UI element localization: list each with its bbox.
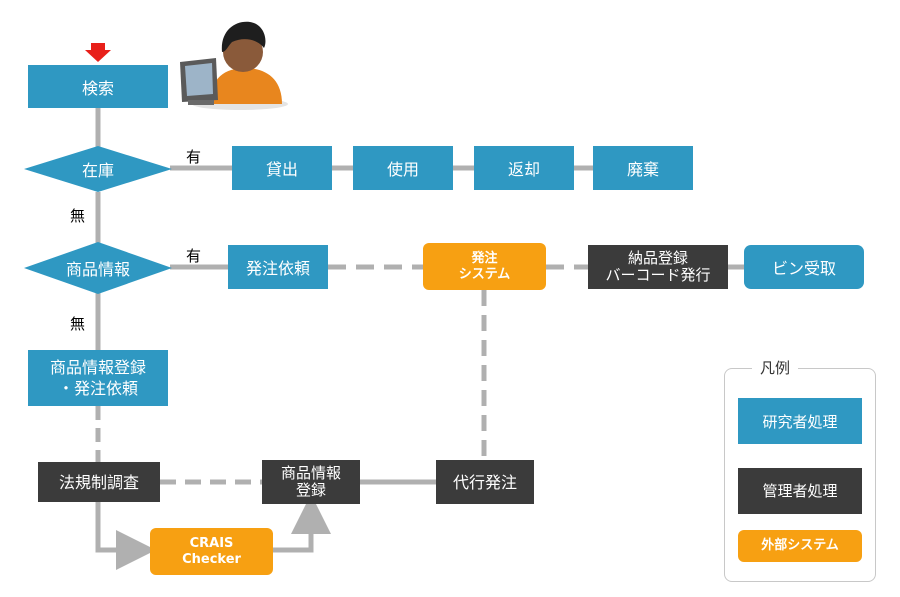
delivery-register-node: 納品登録 バーコード発行 — [588, 245, 728, 289]
bottle-receipt-node: ビン受取 — [744, 245, 864, 289]
product-info-decision-label: 商品情報 — [65, 260, 130, 279]
legend-title: 凡例 — [752, 357, 799, 378]
legend-researcher: 研究者処理 — [738, 398, 862, 444]
use-node: 使用 — [353, 146, 453, 190]
stock-no-label: 無 — [70, 207, 86, 225]
regulation-check-node: 法規制調査 — [38, 462, 160, 502]
product-info-register-node: 商品情報 登録 — [262, 460, 360, 504]
researcher-at-computer-icon — [180, 21, 288, 110]
search-node: 検索 — [28, 65, 168, 108]
order-request-node: 発注依頼 — [228, 245, 328, 289]
legend-external: 外部システム — [738, 530, 862, 562]
product-info-no-label: 無 — [70, 315, 86, 333]
connector-regulation-crais — [95, 502, 156, 570]
crais-checker-node: CRAIS Checker — [150, 528, 273, 575]
connector-crais-register — [273, 494, 331, 553]
legend-box — [724, 368, 876, 582]
proxy-order-node: 代行発注 — [436, 460, 534, 504]
register-order-node: 商品情報登録 ・発注依頼 — [28, 350, 168, 406]
stock-decision-label: 在庫 — [81, 161, 114, 180]
dispose-node: 廃棄 — [593, 146, 693, 190]
decision-stock-diamond — [24, 146, 172, 192]
red-down-arrow-icon — [85, 43, 111, 62]
decision-product-info-diamond — [24, 242, 172, 294]
stock-yes-label: 有 — [186, 148, 202, 166]
product-info-yes-label: 有 — [186, 247, 202, 265]
legend-manager: 管理者処理 — [738, 468, 862, 514]
lend-node: 貸出 — [232, 146, 332, 190]
order-system-node: 発注 システム — [423, 243, 546, 290]
return-node: 返却 — [474, 146, 574, 190]
